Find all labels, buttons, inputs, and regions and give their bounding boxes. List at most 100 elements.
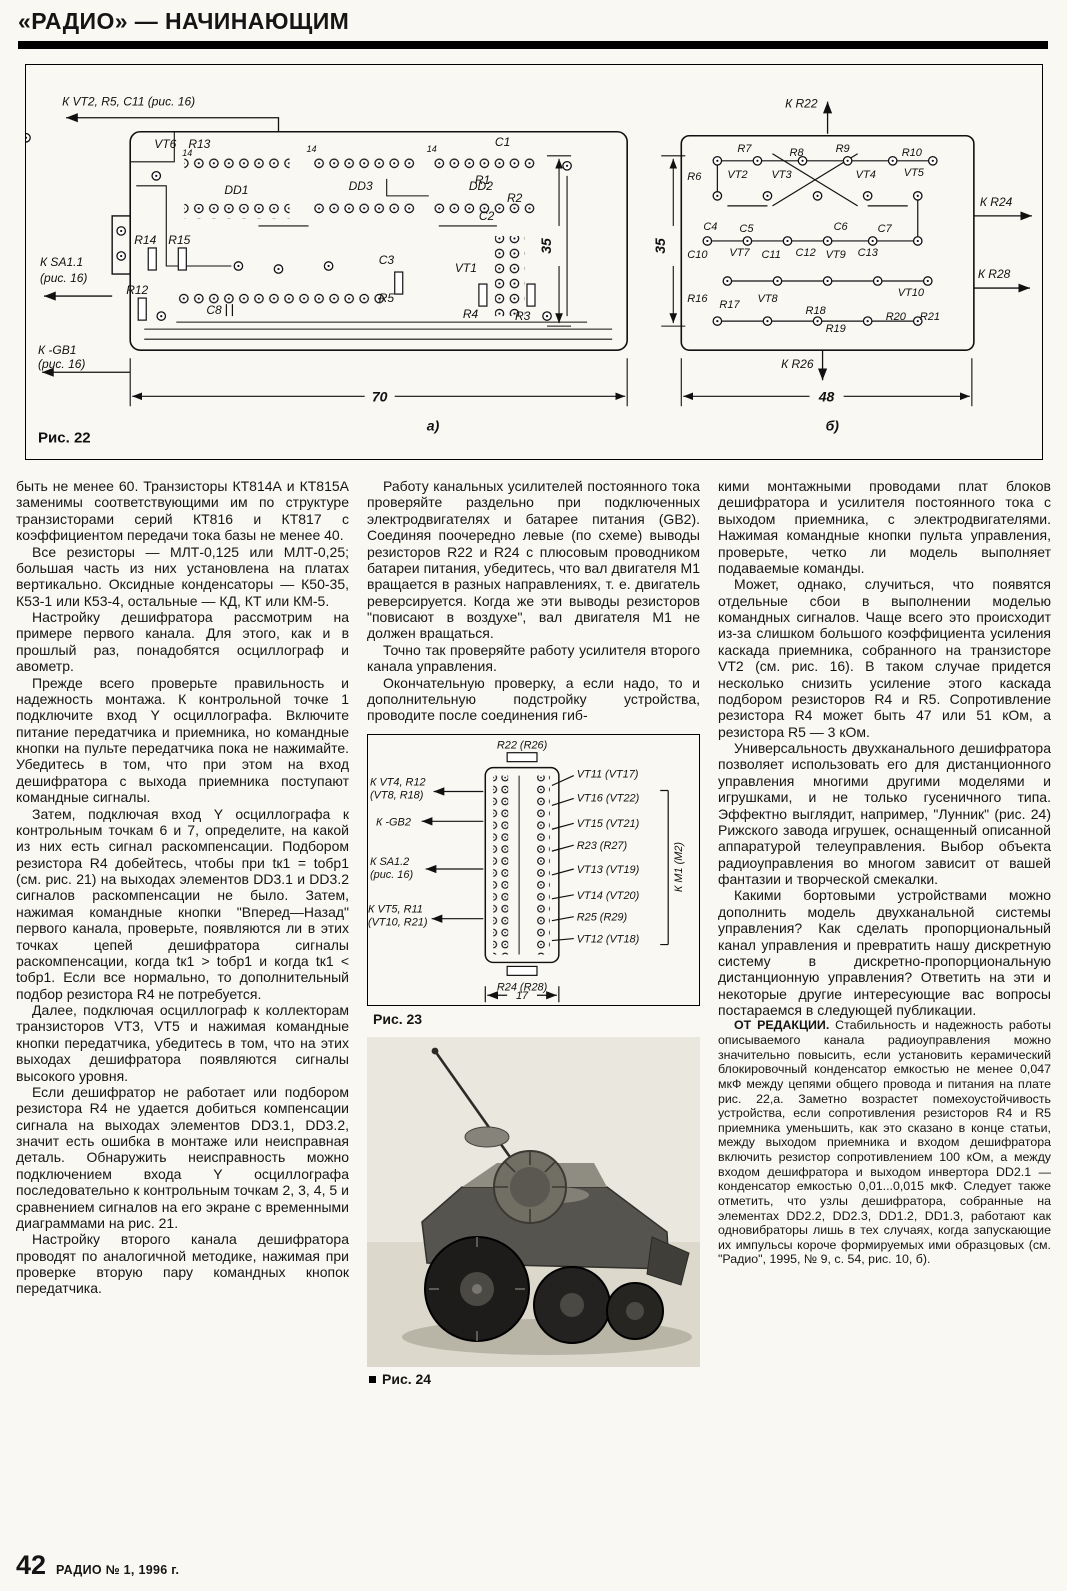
editors-note: ОТ РЕДАКЦИИ. Стабильность и надежность р… [718,1018,1051,1267]
paragraph: Затем, подключая вход Y осциллографа к к… [16,805,349,1002]
label-vt1: VT1 [455,261,477,275]
label-c12: C12 [796,247,816,259]
label-r5: R5 [379,291,395,305]
fig23-arrows [421,774,669,1002]
label-r9: R9 [836,143,850,155]
label-c2: C2 [479,209,495,223]
page-footer: 42 РАДИО № 1, 1996 г. [16,1550,179,1581]
fig23-strip [484,751,560,976]
column-3: кими монтажными проводами плат блоков де… [718,478,1051,1540]
paragraph: Может, однако, случиться, что появятся о… [718,576,1051,740]
dim-35-left: 35 [538,238,554,254]
label-c13: C13 [858,247,879,259]
fig23-label-r22: R22 (R26) [497,739,547,751]
header-rule [18,41,1048,49]
fig23-label-motor: К M1 (M2) [673,842,685,892]
paragraph: Какими бортовыми устройствами можно допо… [718,887,1051,1018]
label-vt10: VT10 [898,287,925,299]
lead-label-r26: К R26 [781,357,814,371]
label-r13: R13 [188,137,210,151]
fig23-label-vt15: VT15 (VT21) [577,818,640,830]
dim-48: 48 [818,388,835,404]
page-title: «РАДИО» — НАЧИНАЮЩИМ [18,8,350,34]
pcb-board-b: R7 R8 R9 R10 R6 VT2 VT3 VT4 VT5 C4 C5 C6… [680,134,975,351]
paragraph: Работу канальных усилителей постоянного … [367,478,700,642]
label-dd1: DD1 [224,183,248,197]
paragraph: Прежде всего проверьте правильность и на… [16,674,349,806]
figure-22-drawing: VT6 R13 DD1 DD3 DD2 C1 R1 R2 C2 C3 VT1 R… [26,95,1032,446]
label-c7: C7 [878,223,893,235]
label-vt7: VT7 [729,247,750,259]
dd3-pads-bottom [309,199,415,215]
label-r10: R10 [902,147,923,159]
dd3-pads-top [309,153,415,169]
fig24-photo [367,1037,700,1367]
paragraph: Настройку второго канала дешифратора про… [16,1231,349,1297]
journal-issue: РАДИО № 1, 1996 г. [56,1563,180,1577]
fig23-label-r25: R25 (R29) [577,911,627,923]
dd1-pads-top [184,157,290,173]
figure-22-caption: Рис. 22 [38,429,91,446]
lead-label-r22: К R22 [785,97,818,111]
fig23-label-vt5-r11: К VT5, R11 [368,903,423,915]
lead-label-sa11: К SA1.1 [40,255,83,269]
label-r16: R16 [687,293,708,305]
paragraph: Точно так проверяйте работу усилителя вт… [367,641,700,675]
label-r4: R4 [463,307,479,321]
fig23-label-r23: R23 (R27) [577,840,627,852]
dd2-pads-top [429,153,536,169]
dim-35-right: 35 [652,238,668,254]
editors-note-label: ОТ РЕДАКЦИИ. [734,1018,830,1033]
label-c6: C6 [834,221,849,233]
lead-label-sa11-fig: (рис. 16) [40,271,87,285]
dd1-pads-bottom [184,203,290,219]
bottom-pads [176,290,387,306]
lead-label-r24: К R24 [980,195,1013,209]
label-vt5: VT5 [904,167,925,179]
label-c8: C8 [206,303,222,317]
label-r17: R17 [719,299,740,311]
dd2-pads-bottom [429,199,536,215]
figure-22-leads [42,101,1032,381]
fig23-label-r24: R24 (R28) [497,981,547,993]
fig23-label-gb2: К -GB2 [376,816,411,828]
fig23-label-vt4-r12: К VT4, R12 [370,776,426,788]
label-pin14-dd3: 14 [307,144,317,154]
paragraph: кими монтажными проводами плат блоков де… [718,478,1051,576]
label-c5: C5 [739,223,754,235]
page-number: 42 [16,1550,47,1580]
sublabel-b: б) [826,417,840,433]
label-r19: R19 [826,323,846,335]
lead-label-gb1: К -GB1 [38,343,76,357]
label-vt4: VT4 [856,169,876,181]
label-r7: R7 [737,143,752,155]
label-r21: R21 [920,311,940,323]
figure-22: VT6 R13 DD1 DD3 DD2 C1 R1 R2 C2 C3 VT1 R… [25,64,1043,460]
fig24-photo-drawing [367,1037,700,1367]
figure-24-caption: Рис. 24 [382,1371,432,1387]
board-a-labels: VT6 R13 DD1 DD3 DD2 C1 R1 R2 C2 C3 VT1 R… [126,135,530,323]
column-2: Работу канальных усилителей постоянного … [367,478,700,1540]
board-a-traces [136,175,613,340]
pcb-board-a: VT6 R13 DD1 DD3 DD2 C1 R1 R2 C2 C3 VT1 R… [26,130,628,351]
label-dd3: DD3 [349,179,373,193]
paragraph: Универсальность двухканального дешифрато… [718,740,1051,887]
label-vt8: VT8 [757,293,778,305]
label-vt6: VT6 [154,137,176,151]
label-vt2: VT2 [727,169,747,181]
label-r6: R6 [687,171,702,183]
fig23-label-vt10-r21: (VT10, R21) [368,916,427,928]
fig23-label-sa12-fig: (рис. 16) [370,869,413,881]
label-r2: R2 [507,191,523,205]
figure-23: R22 (R26) К VT4, R12 (VT8, R18) К -GB2 К… [367,733,700,1006]
label-c11: C11 [761,249,780,261]
label-r14: R14 [134,233,156,247]
dim-70: 70 [372,388,388,404]
label-vt3: VT3 [771,169,792,181]
lead-label-vt2-r5-c11: К VT2, R5, C11 (рис. 16) [62,95,195,109]
label-pin14-dd2: 14 [427,144,437,154]
figure-22-dimensions [129,155,973,407]
lead-label-gb1-fig: (рис. 16) [38,357,85,371]
paragraph: быть не менее 60. Транзисторы КТ814А и К… [16,478,349,544]
output-pads [494,235,525,317]
